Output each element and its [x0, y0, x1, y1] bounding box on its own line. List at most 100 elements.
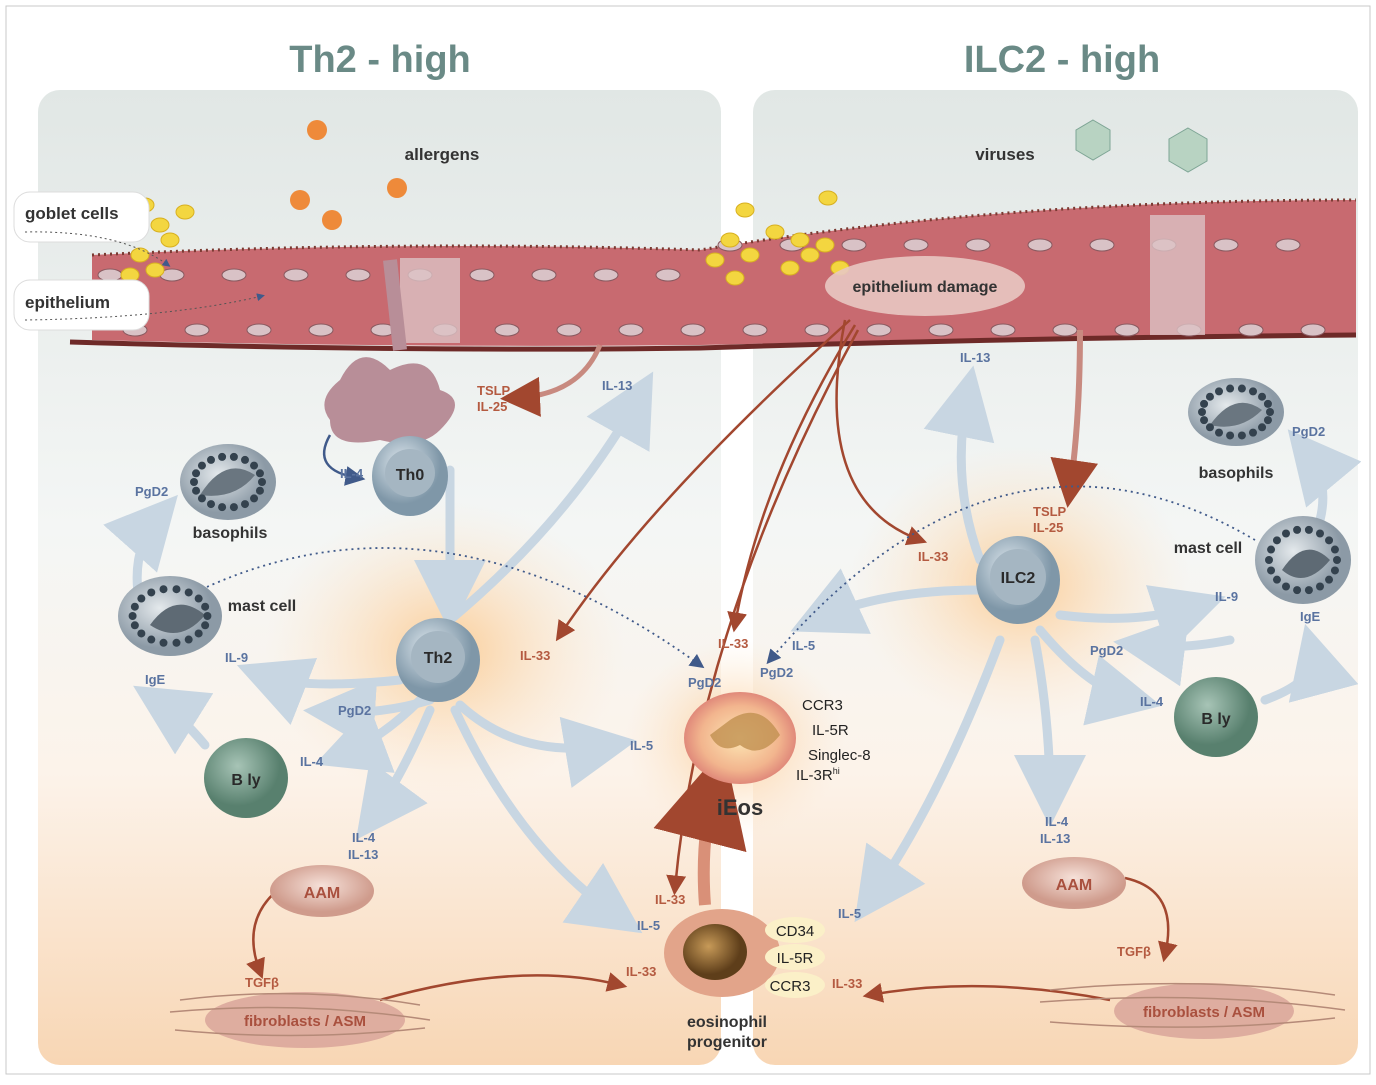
ieos-cell [684, 692, 796, 784]
cell-granule [241, 455, 249, 464]
cell-granule [130, 621, 139, 630]
eosinophil-progenitor-cell [664, 909, 825, 998]
prog-cd34: CD34 [776, 923, 814, 940]
cell-granule [241, 500, 249, 509]
epithelial-nucleus [1089, 238, 1115, 252]
cyt-il9-left: IL-9 [225, 650, 248, 665]
cell-granule [1316, 582, 1324, 591]
cyt-il33-prog-left: IL-33 [626, 964, 656, 979]
cell-granule [1304, 586, 1313, 595]
cell-granule [1249, 387, 1257, 396]
cell-granule [192, 486, 201, 495]
cyt-il25-right: IL-25 [1033, 520, 1063, 535]
cell-granule [197, 494, 206, 503]
goblet-granule [130, 247, 150, 263]
cell-granule [229, 452, 238, 461]
cell-granule [1293, 586, 1302, 595]
cyt-il4-th0: IL-4 [340, 466, 364, 481]
cell-granule [137, 594, 146, 603]
epithelial-nucleus [655, 268, 681, 282]
cell-granule [1200, 416, 1209, 425]
cyt-il4-bly-left: IL-4 [300, 754, 324, 769]
cyt-il5-prog: IL-5 [637, 918, 660, 933]
cell-granule [172, 638, 181, 647]
cell-granule [1325, 536, 1334, 545]
b-lymphocyte-right: B ly [1174, 677, 1258, 757]
goblet-granule [740, 247, 760, 263]
label-mast-cell-right: mast cell [1174, 540, 1242, 557]
ilc2-label: ILC2 [1001, 570, 1036, 587]
cell-granule [1265, 556, 1273, 564]
goblet-granule [818, 190, 838, 206]
goblet-pointer [24, 231, 171, 267]
cell-granule [1258, 392, 1267, 401]
th2-label: Th2 [424, 650, 453, 667]
dendritic-cell [324, 357, 455, 444]
label-progenitor-2: progenitor [687, 1034, 767, 1051]
dendrite [383, 259, 407, 351]
label-mast-cell-left: mast cell [228, 598, 296, 615]
cell-granule [1293, 525, 1302, 534]
cell-granule [159, 638, 168, 647]
epithelial-nucleus [345, 268, 371, 282]
epithelial-nucleus [742, 323, 768, 337]
cell-granule [218, 503, 227, 512]
title-ilc2-high: ILC2 - high [964, 39, 1160, 81]
cyt-il5-th2: IL-5 [630, 738, 653, 753]
cell-granule [184, 588, 193, 597]
fibroblasts-left: fibroblasts / ASM [169, 992, 431, 1048]
cell-granule [147, 588, 156, 597]
cyt-il33-ilc2: IL-33 [918, 549, 948, 564]
cell-granule [1333, 556, 1341, 564]
label-basophils-left: basophils [193, 525, 268, 542]
pale-cell [1150, 215, 1205, 335]
aam-left: AAM [270, 865, 374, 917]
aam-left-label: AAM [304, 885, 340, 902]
epithelial-nucleus [965, 238, 991, 252]
cell-granule [130, 602, 139, 611]
cell-granule [229, 503, 238, 512]
cell-granule [147, 635, 156, 644]
epithelial-nucleus [469, 268, 495, 282]
light-blue-arrows [103, 365, 1362, 934]
cell-granule [192, 469, 201, 478]
cell-granule [1330, 566, 1339, 575]
aam-right: AAM [1022, 857, 1126, 909]
cyt-il13-aam-right: IL-13 [1040, 831, 1070, 846]
title-th2-high: Th2 - high [289, 39, 471, 81]
cyt-pgd2-th2: PgD2 [338, 703, 371, 718]
label-ieos: iEos [717, 795, 763, 820]
goblet-granule [150, 217, 170, 233]
epithelial-nucleus [593, 268, 619, 282]
cell-granule [201, 621, 210, 630]
goblet-granule [705, 252, 725, 268]
cyt-il5-prog-right: IL-5 [838, 906, 861, 921]
ieos-il3r: IL-3Rhi [796, 766, 840, 784]
prog-il5r: IL-5R [777, 950, 814, 967]
cell-granule [201, 602, 210, 611]
cell-granule [184, 635, 193, 644]
label-allergens: allergens [405, 145, 480, 164]
cell-granule [1282, 582, 1290, 591]
label-epithelium: epithelium [25, 293, 110, 312]
cell-granule [159, 585, 168, 594]
label-progenitor-1: eosinophil [687, 1014, 767, 1031]
epithelial-nucleus [494, 323, 520, 337]
virus-particles [1075, 119, 1208, 173]
fibro-left-label: fibroblasts / ASM [244, 1013, 366, 1030]
epithelial-nucleus [283, 268, 309, 282]
epithelial-nucleus [531, 268, 557, 282]
cyt-pgd2-baso-left: PgD2 [135, 484, 168, 499]
cell-granule [1258, 423, 1267, 432]
cell-granule [1205, 423, 1214, 432]
ieos-il5r: IL-5R [812, 722, 849, 739]
cell-granule [194, 629, 203, 638]
epithelium-damage-oval [825, 256, 1025, 316]
ieos-ccr3: CCR3 [802, 697, 843, 714]
prog-ccr3: CCR3 [770, 978, 811, 995]
bly-left-label: B ly [231, 772, 260, 789]
th0-cell: Th0 [372, 436, 448, 516]
epithelial-nucleus [1114, 323, 1140, 337]
cell-granule [1272, 536, 1281, 545]
